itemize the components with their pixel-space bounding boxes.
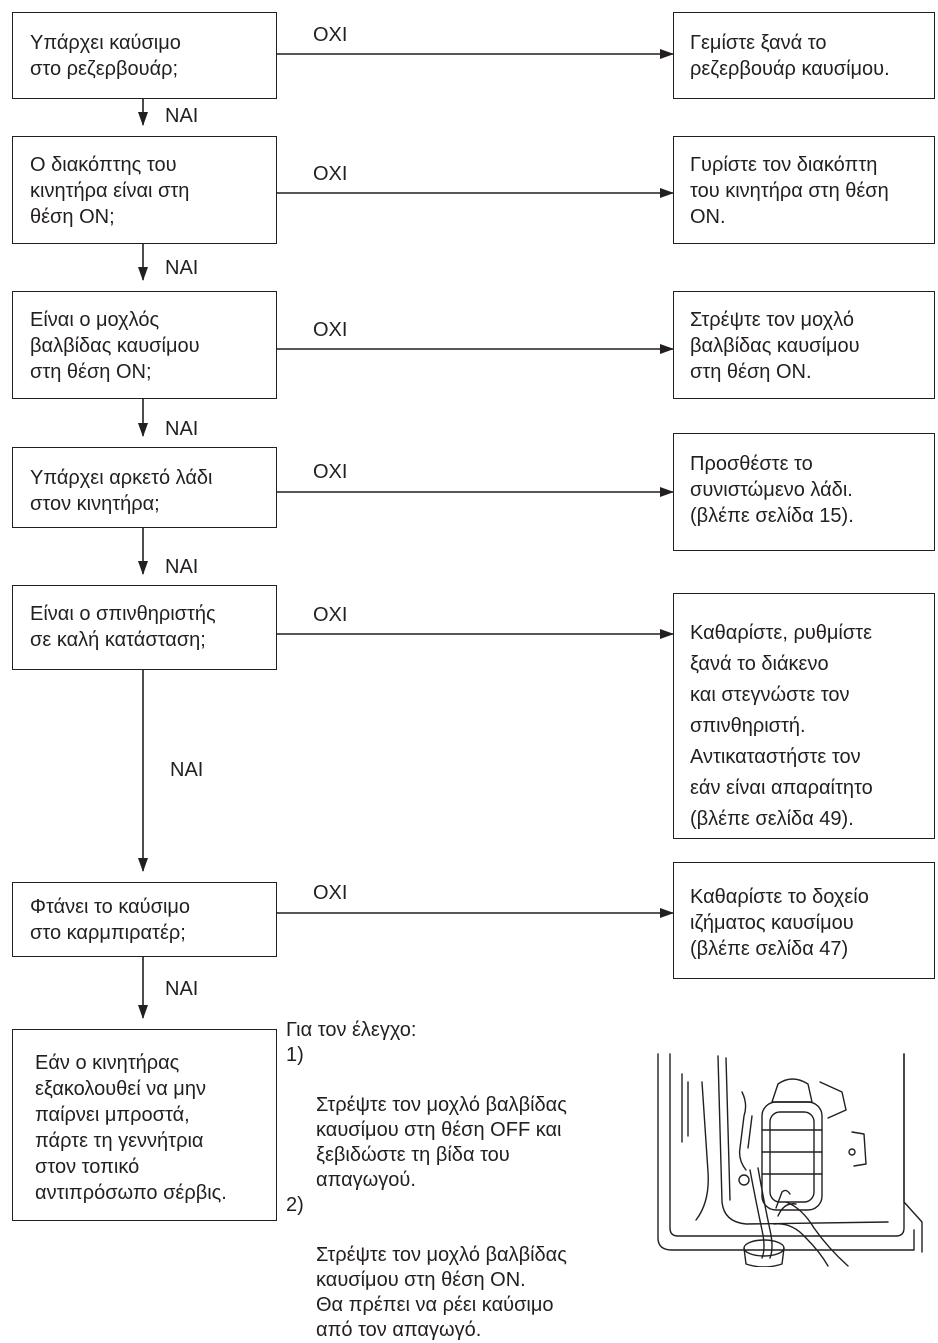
check-note: Για τον έλεγχο: 1) Στρέψτε τον μοχλό βαλ…: [286, 1018, 567, 1343]
question-box-6: Φτάνει το καύσιμο στο καρμπιρατέρ;: [12, 882, 277, 957]
action-box-1: Γεμίστε ξανά το ρεζερβουάρ καυσίμου.: [673, 12, 935, 99]
check-note-heading: Για τον έλεγχο:: [286, 1019, 417, 1041]
question-box-5: Είναι ο σπινθηριστής σε καλή κατάσταση;: [12, 585, 277, 670]
yes-label-2: ΝΑΙ: [165, 257, 199, 279]
question-text: Ο διακόπτης του κινητήρα είναι στη θέση …: [30, 154, 190, 228]
check-step-text: Στρέψτε τον μοχλό βαλβίδας καυσίμου στη …: [316, 1094, 567, 1191]
action-box-5: Καθαρίστε, ρυθμίστε ξανά το διάκενο και …: [673, 593, 935, 839]
question-box-3: Είναι ο μοχλός βαλβίδας καυσίμου στη θέσ…: [12, 291, 277, 399]
question-box-4: Υπάρχει αρκετό λάδι στον κινητήρα;: [12, 447, 277, 528]
action-box-3: Στρέψτε τον μοχλό βαλβίδας καυσίμου στη …: [673, 291, 935, 399]
no-label-4: ΟΧΙ: [313, 461, 348, 483]
final-text: Εάν ο κινητήρας εξακολουθεί να μην παίρν…: [35, 1052, 227, 1204]
yes-label-6: ΝΑΙ: [165, 978, 199, 1000]
action-text: Προσθέστε το συνιστώμενο λάδι. (βλέπε σε…: [690, 453, 854, 527]
yes-label-3: ΝΑΙ: [165, 418, 199, 440]
action-box-6: Καθαρίστε το δοχείο ιζήματος καυσίμου (β…: [673, 862, 935, 979]
question-text: Υπάρχει αρκετό λάδι στον κινητήρα;: [30, 467, 213, 515]
no-label-3: ΟΧΙ: [313, 319, 348, 341]
question-box-2: Ο διακόπτης του κινητήρα είναι στη θέση …: [12, 136, 277, 244]
check-step-number: 2): [286, 1194, 304, 1216]
check-step-number: 1): [286, 1044, 304, 1066]
yes-label-1: ΝΑΙ: [165, 105, 199, 127]
action-text: Γυρίστε τον διακόπτη του κινητήρα στη θέ…: [690, 154, 889, 228]
action-box-2: Γυρίστε τον διακόπτη του κινητήρα στη θέ…: [673, 136, 935, 244]
question-text: Φτάνει το καύσιμο στο καρμπιρατέρ;: [30, 896, 191, 944]
yes-label-5: ΝΑΙ: [170, 759, 204, 781]
question-box-1: Υπάρχει καύσιμο στο ρεζερβουάρ;: [12, 12, 277, 99]
action-box-4: Προσθέστε το συνιστώμενο λάδι. (βλέπε σε…: [673, 433, 935, 551]
check-step-2: 2) Στρέψτε τον μοχλό βαλβίδας καυσίμου σ…: [286, 1193, 567, 1343]
check-step-1: 1) Στρέψτε τον μοχλό βαλβίδας καυσίμου σ…: [286, 1043, 567, 1193]
flowchart-connectors: [138, 49, 674, 1019]
no-label-1: ΟΧΙ: [313, 24, 348, 46]
check-step-text: Στρέψτε τον μοχλό βαλβίδας καυσίμου στη …: [316, 1244, 567, 1341]
action-text: Στρέψτε τον μοχλό βαλβίδας καυσίμου στη …: [690, 309, 860, 383]
question-text: Είναι ο σπινθηριστής σε καλή κατάσταση;: [30, 603, 216, 651]
action-text: Γεμίστε ξανά το ρεζερβουάρ καυσίμου.: [690, 32, 890, 80]
yes-label-4: ΝΑΙ: [165, 556, 199, 578]
final-box: Εάν ο κινητήρας εξακολουθεί να μην παίρν…: [12, 1029, 277, 1221]
drain-screw-illustration: [657, 1053, 923, 1267]
question-text: Υπάρχει καύσιμο στο ρεζερβουάρ;: [30, 32, 181, 80]
no-label-5: ΟΧΙ: [313, 604, 348, 626]
no-label-6: ΟΧΙ: [313, 882, 348, 904]
action-text: Καθαρίστε, ρυθμίστε ξανά το διάκενο και …: [690, 622, 873, 830]
question-text: Είναι ο μοχλός βαλβίδας καυσίμου στη θέσ…: [30, 309, 200, 383]
check-steps-list: 1) Στρέψτε τον μοχλό βαλβίδας καυσίμου σ…: [286, 1043, 567, 1343]
no-label-2: ΟΧΙ: [313, 163, 348, 185]
action-text: Καθαρίστε το δοχείο ιζήματος καυσίμου (β…: [690, 886, 869, 960]
